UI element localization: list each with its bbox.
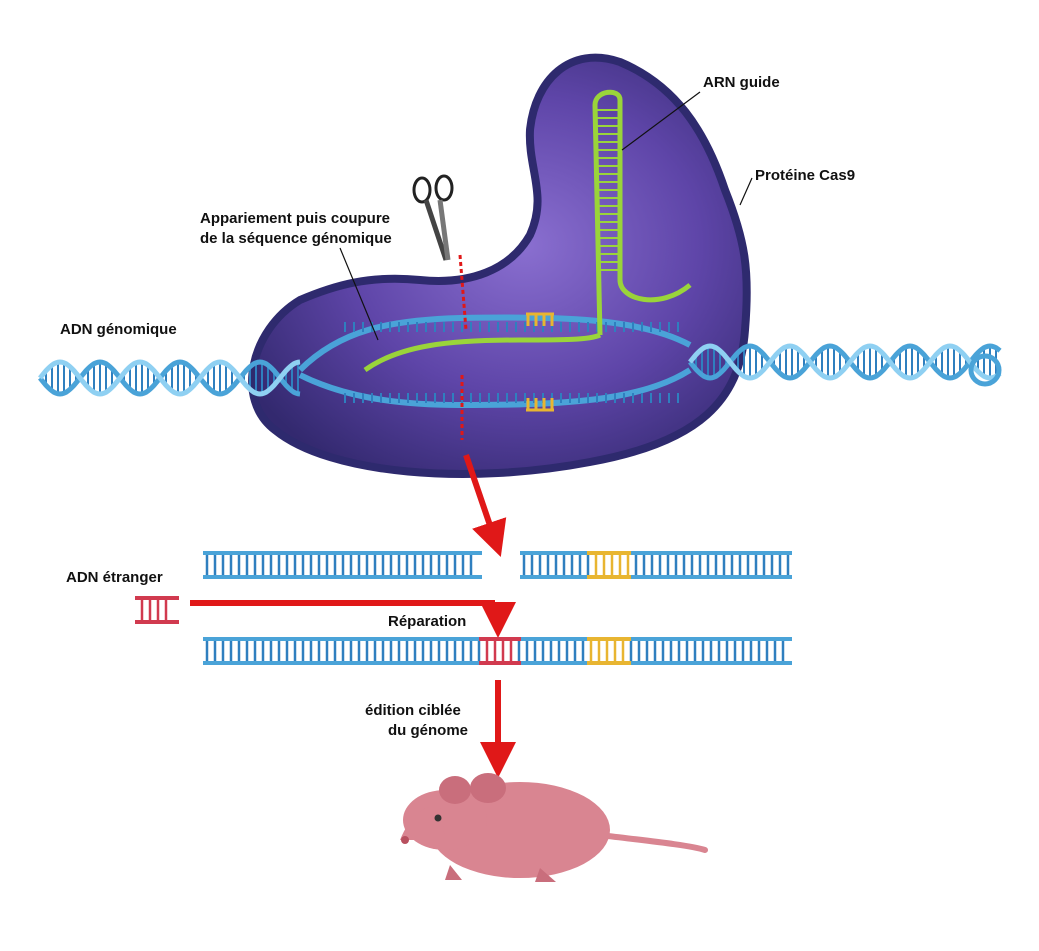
leader-pairing — [339, 247, 379, 341]
opened-dna — [297, 312, 692, 412]
leader-guide-rna — [621, 91, 701, 151]
broken-dna-left — [203, 551, 482, 579]
pam-sequence-bottom — [526, 398, 554, 412]
label-editing-line1: édition ciblée — [365, 702, 461, 719]
label-repair: Réparation — [388, 613, 466, 630]
pam-sequence-top — [526, 312, 554, 326]
broken-dna-right — [520, 551, 792, 579]
label-foreign-dna: ADN étranger — [66, 569, 163, 586]
cas9-protein — [248, 53, 751, 478]
label-guide-rna: ARN guide — [703, 74, 780, 91]
label-editing-line2: du génome — [388, 722, 468, 739]
label-cas9: Protéine Cas9 — [755, 167, 855, 184]
genomic-dna-right — [688, 343, 1002, 387]
leader-cas9 — [739, 177, 753, 206]
dna-curl — [968, 353, 1002, 387]
genomic-dna-helix — [38, 343, 1002, 397]
cut-line-top — [458, 254, 468, 331]
guide-rna-paired — [363, 332, 602, 373]
label-genomic-dna: ADN génomique — [60, 321, 177, 338]
foreign-dna-fragment — [135, 596, 179, 624]
guide-rna-hairpin — [592, 89, 692, 336]
genomic-dna-left — [38, 359, 301, 397]
mouse-icon — [400, 773, 708, 882]
arrow-cut-to-break — [463, 454, 507, 558]
scissors-icon — [412, 174, 454, 261]
label-pairing-line2: de la séquence génomique — [200, 230, 392, 247]
repaired-dna — [203, 637, 792, 665]
label-pairing-line1: Appariement puis coupure — [200, 210, 390, 227]
